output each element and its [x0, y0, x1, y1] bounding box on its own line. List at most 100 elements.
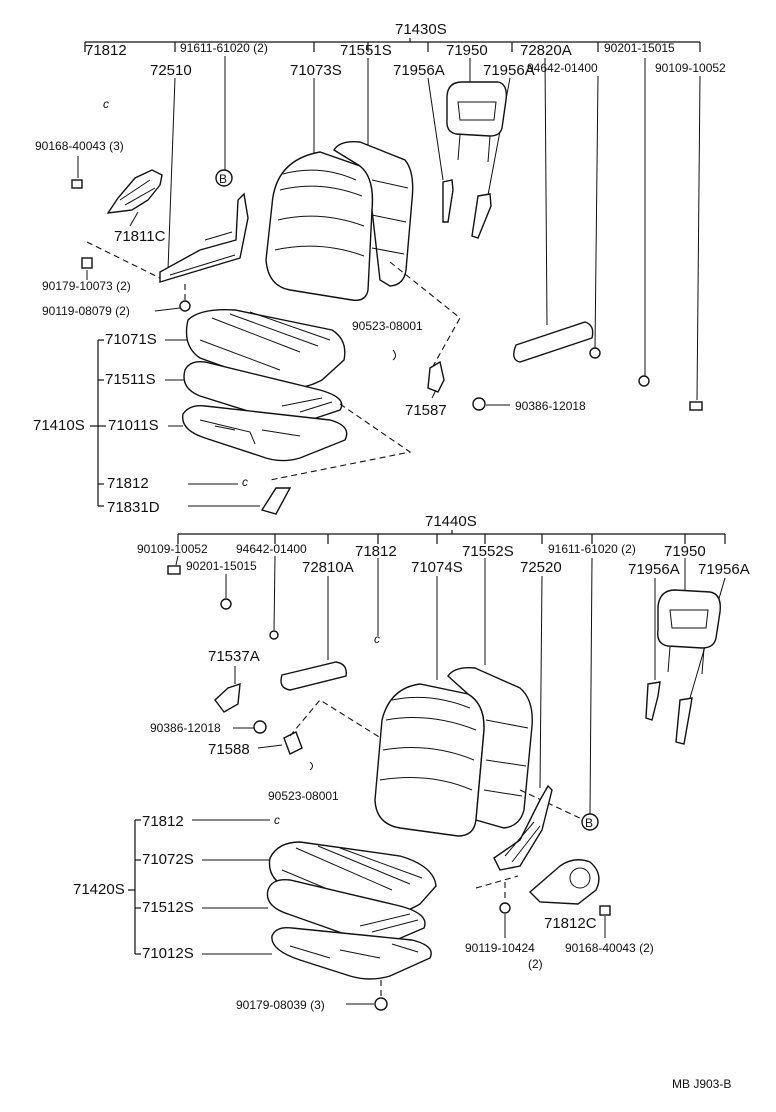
label-71587: 71587 [405, 402, 447, 419]
label-71071s: 71071S [105, 331, 157, 348]
label-71072s: 71072S [142, 851, 194, 868]
label-71950-lower: 71950 [664, 543, 706, 560]
nut-90179-lower [374, 997, 388, 1011]
cap-94642-upper [589, 347, 601, 359]
label-94642-lower: 94642-01400 [236, 542, 307, 556]
label-72520: 72520 [520, 559, 562, 576]
seat-track-72520 [493, 784, 553, 871]
marker-c-3: c [374, 632, 380, 646]
label-72810a: 72810A [302, 559, 354, 576]
marker-c-2: c [242, 475, 248, 489]
upper-assembly: 71430S 71812 91611-61020 (2) 71551S 7195… [33, 21, 726, 516]
label-90179-lower: 90179-08039 (3) [236, 998, 325, 1012]
bolt-90109-upper [689, 401, 703, 411]
armrest-72820a [513, 321, 594, 363]
nut-90386-upper [472, 397, 486, 411]
label-71812-top: 71812 [85, 42, 127, 59]
label-71831d: 71831D [107, 499, 160, 516]
label-71012s: 71012S [142, 945, 194, 962]
label-71812-mid-lower: 71812 [142, 813, 184, 830]
bracket-71588 [283, 731, 303, 755]
bolt-90168-lower [599, 905, 611, 916]
seat-frame-71012s [271, 926, 432, 980]
label-91611-lower: 91611-61020 (2) [548, 542, 636, 556]
headrest-guide-1-upper [442, 179, 454, 223]
label-71811c: 71811C [114, 228, 166, 245]
label-90386-upper: 90386-12018 [515, 399, 586, 413]
label-71537a: 71537A [208, 648, 260, 665]
diagram-reference-code: MB J903-B [672, 1077, 731, 1091]
label-71956a-1-upper: 71956A [393, 62, 445, 79]
label-90386-lower: 90386-12018 [150, 721, 221, 735]
label-72820a: 72820A [520, 42, 572, 59]
bracket-71537a [214, 682, 241, 713]
label-90119-upper: 90119-08079 (2) [42, 304, 130, 318]
bolt-90109-lower [167, 565, 181, 575]
label-71552s: 71552S [462, 543, 514, 560]
label-90168-upper: 90168-40043 (3) [35, 139, 124, 153]
label-71956a-2-upper: 71956A [483, 62, 535, 79]
seat-frame-71011s [181, 404, 348, 462]
clip-71831d [260, 487, 292, 515]
headrest-71950-lower [657, 589, 721, 649]
label-72510: 72510 [150, 62, 192, 79]
nut-90386-lower [253, 720, 267, 734]
assembly-71440s-label: 71440S [425, 513, 477, 530]
label-71073s: 71073S [290, 62, 342, 79]
label-71956a-1-lower: 71956A [628, 561, 680, 578]
label-71511s: 71511S [105, 371, 156, 388]
label-71410s: 71410S [33, 417, 85, 434]
marker-b-lower [581, 813, 599, 831]
armrest-72810a [280, 661, 347, 691]
cap-94642-lower [269, 630, 279, 640]
label-71812-top-lower: 71812 [355, 543, 397, 560]
label-71551s: 71551S [340, 42, 392, 59]
seatback-cover-71552s [447, 666, 533, 829]
bracket-71587 [427, 360, 445, 393]
marker-c-4: c [274, 813, 280, 827]
label-90523-upper: 90523-08001 [352, 319, 423, 333]
marker-c-1: c [103, 97, 109, 111]
seatback-frame-71073s [265, 151, 374, 301]
label-71956a-2-lower: 71956A [698, 561, 750, 578]
seatback-cover-71551s [333, 140, 414, 287]
headrest-71950-upper [446, 81, 508, 137]
seat-track-72510 [159, 192, 249, 283]
label-90168-lower: 90168-40043 (2) [565, 941, 654, 955]
svg-text:B: B [219, 172, 227, 186]
label-91611: 91611-61020 (2) [180, 41, 268, 55]
bolt-90119-lower [499, 902, 511, 914]
label-71950: 71950 [446, 42, 488, 59]
cap-90201-lower [220, 598, 232, 610]
label-90109-upper: 90109-10052 [655, 61, 726, 75]
cushion-pad-71512s [266, 879, 426, 943]
cover-71812c [528, 859, 600, 905]
cover-71811c [106, 169, 163, 214]
marker-b-upper [215, 169, 233, 187]
headrest-guide-2-upper [471, 193, 492, 239]
label-94642-upper: 94642-01400 [527, 61, 598, 75]
label-71812-bottom-upper: 71812 [107, 475, 149, 492]
label-71074s: 71074S [411, 559, 463, 576]
svg-text:B: B [585, 816, 593, 830]
bolt-90168-upper [71, 179, 83, 189]
label-90109-lower: 90109-10052 [137, 542, 208, 556]
label-90523-lower: 90523-08001 [268, 789, 339, 803]
headrest-guide-1-lower [645, 681, 661, 721]
lower-assembly: 71440S 90109-10052 94642-01400 71812 715… [73, 513, 750, 1012]
label-71420s: 71420S [73, 881, 125, 898]
label-71588: 71588 [208, 741, 250, 758]
label-90201-upper: 90201-15015 [604, 41, 675, 55]
cushion-cover-71071s [185, 309, 346, 389]
label-90201-lower: 90201-15015 [186, 559, 257, 573]
label-71512s: 71512S [142, 899, 194, 916]
label-90179-upper: 90179-10073 (2) [42, 279, 131, 293]
label-71812c: 71812C [544, 915, 597, 932]
label-71011s: 71011S [108, 417, 159, 434]
label-90119-lower: 90119-10424 [465, 941, 535, 955]
label-90119-qty: (2) [528, 957, 543, 971]
cushion-pad-71511s [183, 360, 343, 423]
cap-90201-upper [638, 375, 650, 387]
nut-90179-upper [81, 257, 93, 269]
